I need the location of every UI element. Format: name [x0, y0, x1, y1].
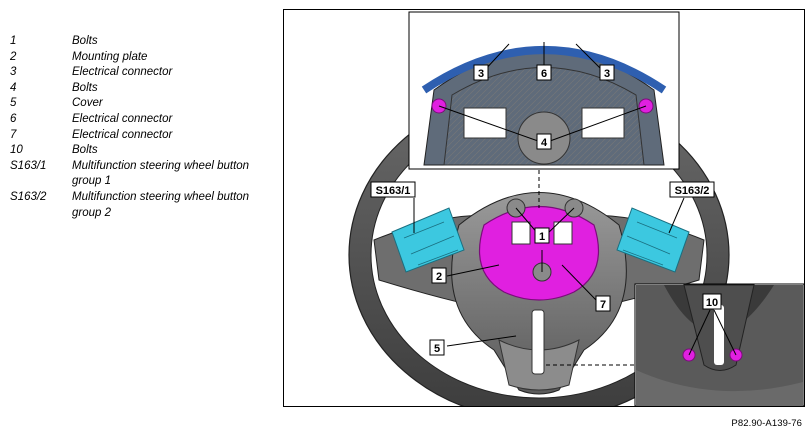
legend-key: 5 [10, 97, 17, 110]
legend-text: Electrical connector [72, 112, 173, 125]
legend-key: 7 [10, 128, 17, 141]
callout-labels: 3 6 3 4 1 2 7 5 10 S163/1 S163/2 [370, 64, 722, 356]
legend-key: 6 [10, 112, 17, 125]
callout-10: 10 [706, 297, 718, 309]
button-group-right [616, 207, 690, 273]
legend-row: 10 Bolts [10, 143, 260, 159]
legend-text: Bolts [72, 81, 98, 94]
legend-text: Electrical connector [72, 128, 173, 141]
callout-2: 2 [436, 271, 442, 283]
callout-1: 1 [539, 231, 545, 243]
button-group-left [391, 207, 465, 273]
callout-s163-2: S163/2 [675, 185, 710, 197]
callout-6: 6 [541, 68, 547, 80]
callout-s163-1: S163/1 [376, 185, 411, 197]
legend-key: 2 [10, 50, 17, 63]
legend-row: 5 Cover [10, 96, 260, 112]
callout-5: 5 [434, 343, 440, 355]
legend-text: Bolts [72, 35, 98, 47]
legend-text: Mounting plate [72, 50, 148, 63]
legend-key: 3 [10, 66, 17, 79]
callout-7: 7 [600, 299, 606, 311]
legend-row: S163/1 Multifunction steering wheel butt… [10, 159, 260, 190]
legend: 1 Bolts 2 Mounting plate 3 Electrical co… [10, 34, 260, 221]
legend-row: 2 Mounting plate [10, 50, 260, 66]
legend-row: 7 Electrical connector [10, 128, 260, 144]
legend-text: Multifunction steering wheel button grou… [72, 159, 250, 188]
legend-row: 4 Bolts [10, 81, 260, 97]
callout-3-left: 3 [478, 68, 484, 80]
legend-key: S163/1 [10, 159, 47, 172]
legend-row: 3 Electrical connector [10, 65, 260, 81]
legend-key: 1 [10, 35, 17, 47]
legend-row: 1 Bolts [10, 34, 260, 50]
legend-key: 4 [10, 81, 17, 94]
legend-row: S163/2 Multifunction steering wheel butt… [10, 190, 260, 221]
steering-wheel-illustration: 3 6 3 4 1 2 7 5 10 S163/1 S163/2 [348, 11, 804, 406]
legend-text: Cover [72, 97, 103, 110]
legend-key: S163/2 [10, 190, 47, 203]
callout-3-right: 3 [604, 68, 610, 80]
legend-key: 10 [10, 144, 23, 157]
legend-text: Electrical connector [72, 66, 173, 79]
callout-4: 4 [541, 137, 548, 149]
legend-text: Bolts [72, 144, 98, 157]
figure-code: P82.90-A139-76 [731, 418, 802, 429]
legend-row: 6 Electrical connector [10, 112, 260, 128]
legend-text: Multifunction steering wheel button grou… [72, 190, 250, 219]
steering-wheel-figure: 3 6 3 4 1 2 7 5 10 S163/1 S163/2 [283, 9, 805, 407]
leader-lines [413, 42, 737, 366]
